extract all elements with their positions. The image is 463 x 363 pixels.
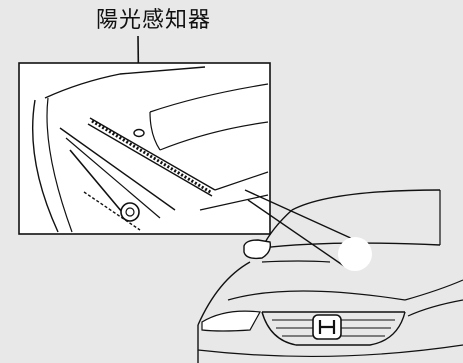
roof-line-2 xyxy=(159,121,269,151)
hood-crease xyxy=(261,260,331,263)
cowl-line-2 xyxy=(65,137,161,219)
dash-panel-edge xyxy=(214,171,269,191)
headlight-left xyxy=(201,310,261,332)
headlight-right xyxy=(407,299,463,317)
grille-frame xyxy=(261,311,406,346)
brand-emblem-h xyxy=(318,320,336,334)
a-pillar xyxy=(31,99,59,233)
car-roof xyxy=(291,189,441,211)
car-front-illustration xyxy=(197,189,463,363)
callout-line-lower xyxy=(247,199,345,267)
defroster-vent xyxy=(91,119,213,195)
windshield-top-edge xyxy=(44,66,206,99)
roof-line xyxy=(149,83,269,113)
sensor-location-highlight xyxy=(338,237,372,271)
hood-line xyxy=(227,290,406,301)
callout-line-upper xyxy=(244,189,356,241)
sun-sensor xyxy=(133,128,145,138)
front-bumper xyxy=(197,344,463,358)
hood-line-right xyxy=(404,279,463,301)
sun-sensor-label: 陽光感知器 xyxy=(96,8,212,33)
car-windshield-base xyxy=(261,242,441,249)
inset-detail-view xyxy=(18,62,271,235)
wiper-pivot-inner xyxy=(125,207,135,217)
cowl-line xyxy=(59,127,176,211)
hood-left-edge xyxy=(197,261,251,326)
dashboard-curve xyxy=(149,111,161,151)
wiper-arm xyxy=(69,149,123,213)
side-mirror xyxy=(243,239,272,260)
dash-panel-lower xyxy=(199,194,269,211)
dashboard-top xyxy=(89,117,216,191)
a-pillar-inner xyxy=(46,97,73,233)
dashboard-top-inner xyxy=(87,123,213,197)
inset-frame xyxy=(18,62,271,235)
wiper-blade xyxy=(83,191,141,231)
